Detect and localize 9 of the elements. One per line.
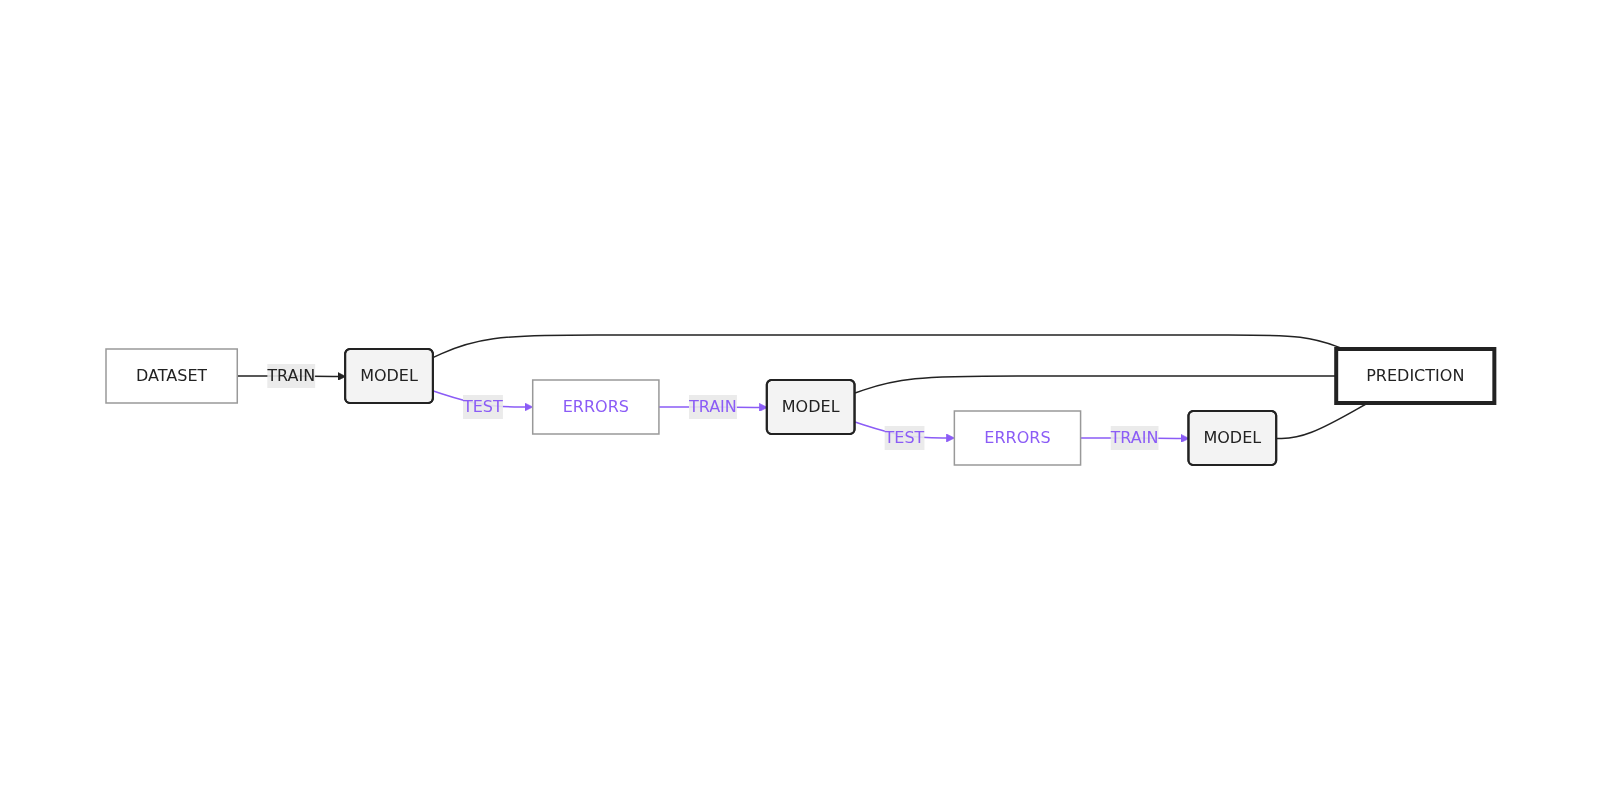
node-box: PREDICTION: [1334, 347, 1497, 405]
edge-label: TRAIN: [267, 366, 315, 385]
node-box: DATASET: [105, 348, 238, 404]
edge-label: TRAIN: [688, 397, 737, 416]
edge-label: TEST: [462, 397, 503, 416]
edge-label: TEST: [884, 428, 925, 447]
edge-label: TRAIN: [1110, 428, 1159, 447]
node-box: ERRORS: [953, 410, 1082, 466]
node-box: ERRORS: [531, 379, 660, 435]
